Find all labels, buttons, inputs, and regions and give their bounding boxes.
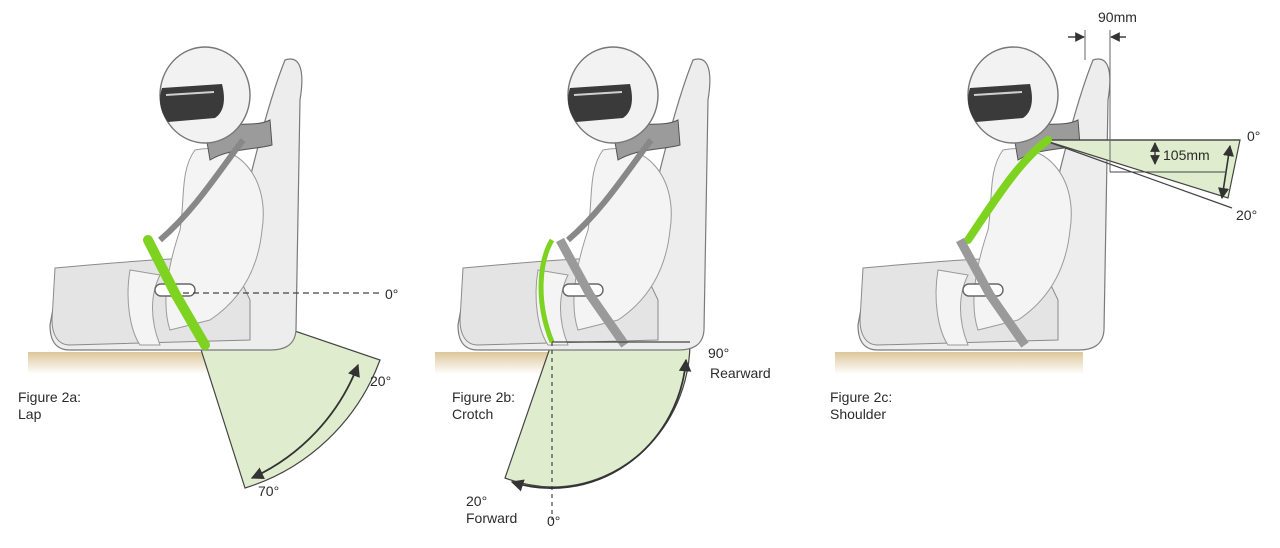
angle-arc bbox=[510, 358, 692, 492]
seat-icon bbox=[857, 46, 1111, 351]
label-zero: 0° bbox=[547, 513, 560, 529]
label-drop: 105mm bbox=[1163, 147, 1210, 163]
lower-reference-line bbox=[1042, 139, 1233, 209]
lap-strap bbox=[956, 237, 1029, 348]
label-lower-angle: 20° bbox=[1236, 207, 1257, 223]
seat-icon bbox=[457, 46, 711, 351]
caption-line-1: Figure 2c: bbox=[830, 389, 892, 405]
label-rear-angle: 90° bbox=[708, 345, 729, 361]
label-rear-word: Rearward bbox=[710, 365, 771, 381]
label-forward-angle: 20° bbox=[466, 493, 487, 509]
floor-strip bbox=[835, 352, 1083, 374]
label-zero: 0° bbox=[385, 286, 398, 302]
figure-2a-lap: 0° 20° 70° Figure 2a: Lap bbox=[18, 46, 398, 499]
label-upper-angle: 20° bbox=[370, 373, 391, 389]
lap-strap bbox=[556, 237, 629, 348]
caption-line-1: Figure 2a: bbox=[18, 389, 81, 405]
angle-arc bbox=[250, 363, 360, 479]
label-zero: 0° bbox=[1247, 128, 1260, 144]
harness-icon bbox=[158, 138, 246, 243]
caption-line-2: Lap bbox=[18, 406, 42, 422]
harness-icon bbox=[566, 138, 654, 243]
label-lower-angle: 70° bbox=[258, 483, 279, 499]
figure-2b-crotch: 90° Rearward 20° Forward 0° Figure 2b: C… bbox=[435, 46, 771, 529]
angle-arc bbox=[1217, 144, 1235, 200]
figure-2c-shoulder: 90mm 105mm 0° 20° Figure 2c: Shoulder bbox=[830, 9, 1260, 422]
caption-line-2: Crotch bbox=[452, 406, 493, 422]
caption-line-1: Figure 2b: bbox=[452, 389, 515, 405]
crotch-strap-highlight bbox=[538, 238, 555, 343]
shoulder-strap-highlight bbox=[964, 136, 1052, 244]
label-offset: 90mm bbox=[1098, 9, 1137, 25]
caption-line-2: Shoulder bbox=[830, 406, 886, 422]
label-forward-word: Forward bbox=[466, 510, 517, 526]
lap-strap-highlight bbox=[143, 235, 210, 350]
